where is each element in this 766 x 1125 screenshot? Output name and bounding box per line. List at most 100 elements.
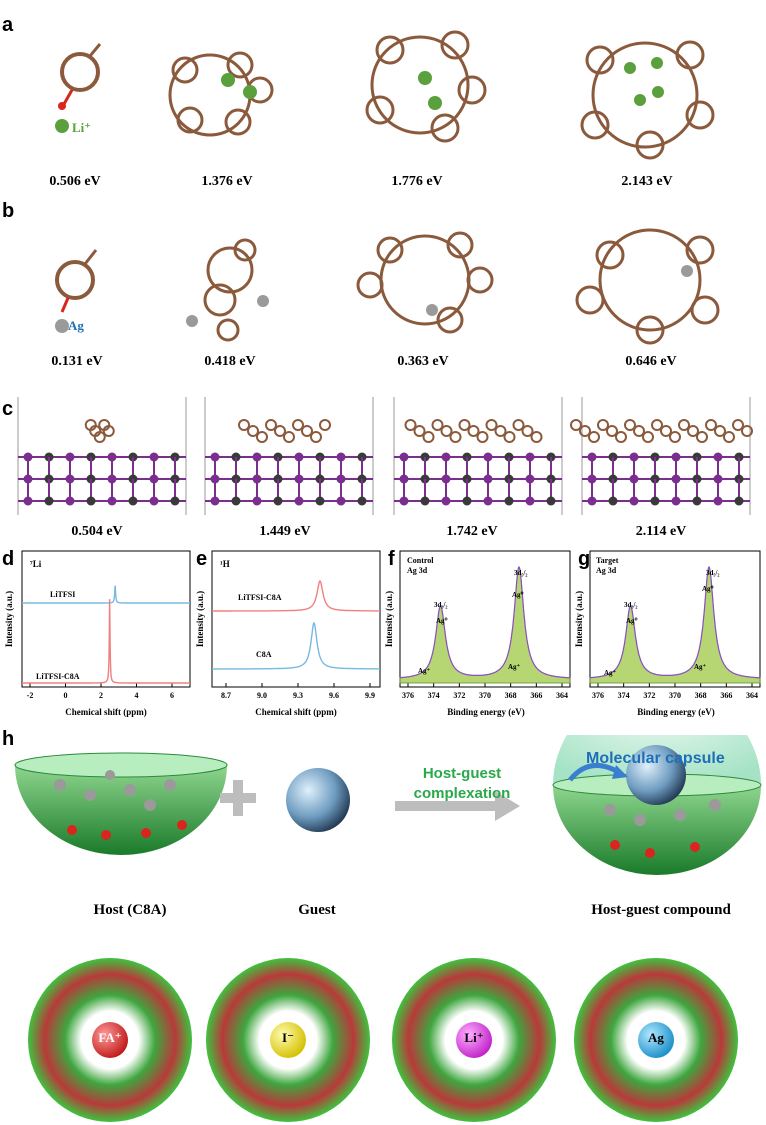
ag-label: Ag xyxy=(68,318,84,333)
chart-d-line-1 xyxy=(22,585,190,604)
energy-b-1: 0.131 eV xyxy=(51,354,103,369)
chart-g-ticks-label: 372 xyxy=(643,691,655,700)
panel-letter-f: f xyxy=(388,548,395,570)
chart-f-fill xyxy=(399,566,571,684)
panel-letter-e: e xyxy=(196,548,208,570)
energy-c-3: 1.742 eV xyxy=(446,524,498,539)
spectra-panels: ⁷Li Intensity (a.u.) Chemical shift (ppm… xyxy=(4,550,761,717)
chart-d-xlabel: Chemical shift (ppm) xyxy=(65,707,147,717)
chart-d-ylabel: Intensity (a.u.) xyxy=(4,591,14,647)
chart-g-title1: Target xyxy=(596,556,619,565)
chart-e-ticks-label: 9.0 xyxy=(257,691,267,700)
chart-f-ticks-label: 376 xyxy=(402,691,414,700)
chart-f-ticks-label: 374 xyxy=(428,691,440,700)
guest-sphere xyxy=(286,768,350,832)
chart-g-peak2: 3d₅/₂ xyxy=(706,569,720,577)
chart-f: Control Ag 3d Intensity (a.u.) Binding e… xyxy=(384,550,571,717)
ion-label-ag: Ag xyxy=(648,1030,664,1045)
chart-g-ticks-label: 368 xyxy=(695,691,707,700)
chart-f-envelope xyxy=(399,565,570,679)
capsule-label: Molecular capsule xyxy=(586,750,725,767)
energy-a-2: 1.376 eV xyxy=(201,174,253,189)
chart-g-title2: Ag 3d xyxy=(596,566,617,575)
chart-f-title1: Control xyxy=(407,556,434,565)
energy-c-1: 0.504 eV xyxy=(71,524,123,539)
chart-d-nucleus: ⁷Li xyxy=(30,559,42,569)
slab-1 xyxy=(17,397,187,515)
chart-f-peak2: 3d₅/₂ xyxy=(514,569,528,577)
esp-map-4 xyxy=(574,958,738,1122)
slab-4 xyxy=(570,397,753,515)
chart-g-ylabel: Intensity (a.u.) xyxy=(574,591,584,647)
chart-e-ticks-label: 9.6 xyxy=(329,691,339,700)
chart-g-ag0-1: Ag⁰ xyxy=(626,617,638,625)
esp-map-2 xyxy=(206,958,370,1122)
cluster-b-4 xyxy=(575,228,720,345)
energy-b-3: 0.363 eV xyxy=(397,354,449,369)
chart-e-series-2: C8A xyxy=(256,650,272,659)
chart-e-line-2 xyxy=(212,621,380,670)
chart-g-agp-2: Ag⁺ xyxy=(694,663,707,671)
chart-d-line-2 xyxy=(22,599,190,684)
chart-f-ticks: 376 374 372 370 368 366 364 xyxy=(402,683,568,700)
energy-a-4: 2.143 eV xyxy=(621,174,673,189)
plus-sign xyxy=(220,780,256,816)
chart-g-ticks-label: 364 xyxy=(746,691,758,700)
chart-g: Target Ag 3d Intensity (a.u.) Binding en… xyxy=(574,550,761,717)
cluster-b-3 xyxy=(356,231,494,334)
chart-e-ylabel: Intensity (a.u.) xyxy=(195,591,205,647)
ion-label-iodide: I⁻ xyxy=(282,1030,294,1045)
chart-f-xlabel: Binding energy (eV) xyxy=(447,707,525,717)
chart-d-ticks-label: -2 xyxy=(27,691,34,700)
chart-e-ticks-label: 8.7 xyxy=(221,691,231,700)
chart-g-peak1: 3d₃/₂ xyxy=(624,601,638,609)
chart-e-ticks-label: 9.3 xyxy=(293,691,303,700)
complexation-label: Host-guest complexation xyxy=(402,764,522,804)
chart-f-ticks-label: 366 xyxy=(530,691,542,700)
molecule-single-b xyxy=(55,249,98,333)
chart-g-ticks-label: 374 xyxy=(618,691,630,700)
slab-3 xyxy=(393,397,563,515)
esp-map-3 xyxy=(392,958,556,1122)
li-ion-label: Li⁺ xyxy=(72,120,92,135)
panel-h-scheme xyxy=(14,735,762,1122)
chart-f-title2: Ag 3d xyxy=(407,566,428,575)
energy-b-4: 0.646 eV xyxy=(625,354,677,369)
energy-b-2: 0.418 eV xyxy=(204,354,256,369)
chart-g-xlabel: Binding energy (eV) xyxy=(637,707,715,717)
molecule-single-a xyxy=(55,43,102,133)
chart-f-ticks-label: 372 xyxy=(453,691,465,700)
cluster-a-3 xyxy=(365,30,487,143)
chart-f-ticks-label: 364 xyxy=(556,691,568,700)
cluster-b-2 xyxy=(203,238,257,342)
chart-f-ag0-1: Ag⁰ xyxy=(436,617,448,625)
chart-f-ylabel: Intensity (a.u.) xyxy=(384,591,394,647)
energy-c-4: 2.114 eV xyxy=(635,524,687,539)
slab-2 xyxy=(204,397,374,515)
compound-capsule xyxy=(552,735,762,875)
panel-letter-g: g xyxy=(578,548,591,570)
chart-g-fill xyxy=(589,566,761,684)
panel-letter-c: c xyxy=(2,398,14,420)
chart-e-series-1: LiTFSI-C8A xyxy=(238,593,282,602)
host-bowl xyxy=(14,752,228,855)
panel-letter-h: h xyxy=(2,728,15,750)
chart-f-ag0-2: Ag⁰ xyxy=(512,591,524,599)
chart-e-nucleus: ¹H xyxy=(220,559,230,569)
chart-d-ticks-label: 6 xyxy=(170,691,174,700)
chart-e-line-1 xyxy=(212,580,380,612)
chart-f-ticks-label: 368 xyxy=(505,691,517,700)
chart-d-series-1: LiTFSI xyxy=(50,590,75,599)
chart-f-ticks-label: 370 xyxy=(479,691,491,700)
chart-g-ticks-label: 366 xyxy=(720,691,732,700)
chart-d-ticks-label: 0 xyxy=(64,691,68,700)
compound-label: Host-guest compound xyxy=(591,902,731,918)
chart-g-ag0-2: Ag⁰ xyxy=(702,585,714,593)
chart-d-ticks-label: 4 xyxy=(135,691,139,700)
panel-letter-d: d xyxy=(2,548,15,570)
chart-d: ⁷Li Intensity (a.u.) Chemical shift (ppm… xyxy=(4,550,191,717)
energy-c-2: 1.449 eV xyxy=(259,524,311,539)
